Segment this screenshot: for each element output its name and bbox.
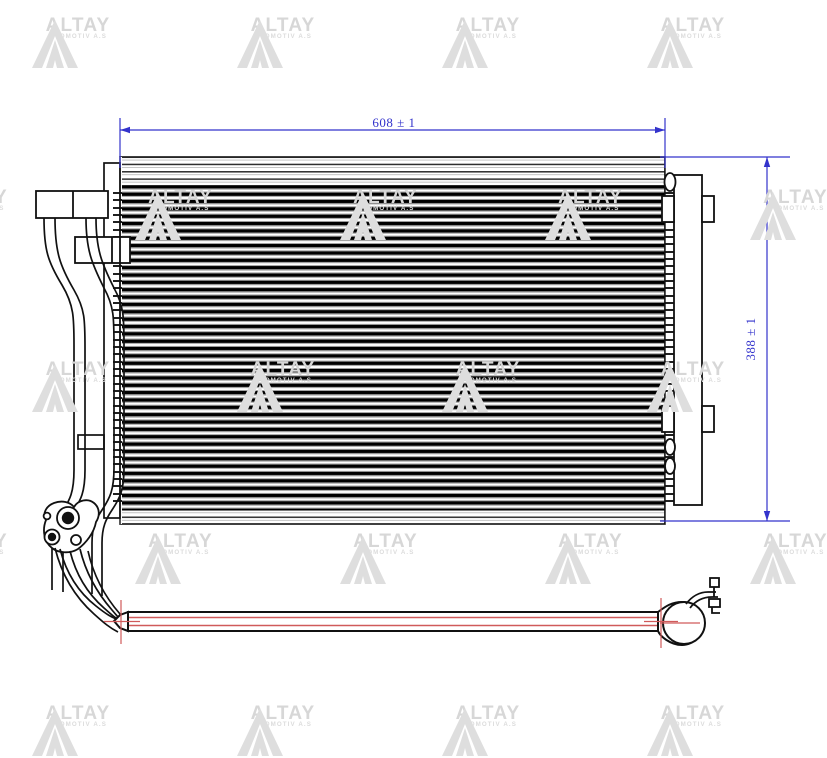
mounting-bracket bbox=[44, 500, 99, 552]
dimension-width-label: 608 ± 1 bbox=[372, 115, 415, 130]
dimension-height-label: 388 ± 1 bbox=[743, 317, 758, 360]
refrigerant-pipe-assembly bbox=[104, 578, 720, 648]
outlet-connector-block bbox=[75, 237, 130, 263]
pipe-tail-bracket bbox=[686, 578, 720, 613]
inlet-connector-block bbox=[36, 191, 108, 218]
condenser-fin-core bbox=[120, 157, 665, 524]
